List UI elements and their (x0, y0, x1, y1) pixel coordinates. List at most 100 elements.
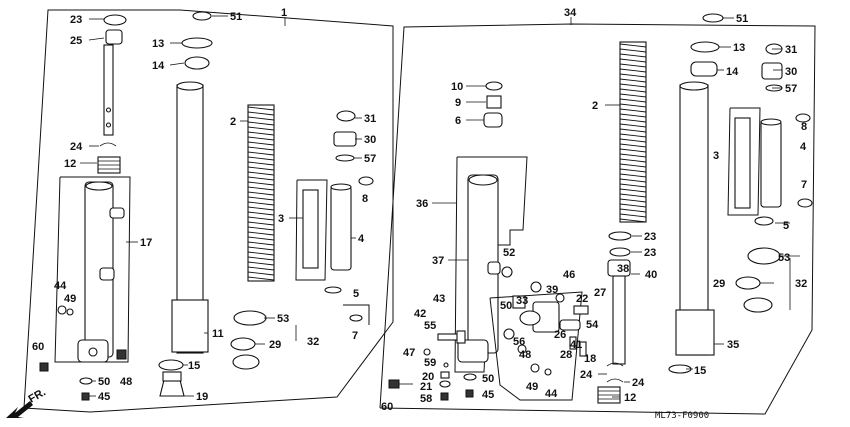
callout: 57 (364, 153, 376, 165)
spring-coil (247, 251, 275, 256)
spring-coil (247, 106, 275, 111)
spring-coil (619, 168, 647, 173)
front-label: FR. (27, 386, 48, 405)
spring-coil (247, 141, 275, 146)
callout: 31 (785, 44, 797, 56)
spring-coil (247, 151, 275, 156)
callout: 8 (801, 121, 807, 133)
callout: 47 (403, 347, 415, 359)
spring-coil (619, 63, 647, 68)
callout: 59 (424, 357, 436, 369)
callout: 28 (560, 349, 572, 361)
spring-coil (247, 241, 275, 246)
callout: 23 (70, 14, 82, 26)
callout: 43 (433, 293, 445, 305)
callout: 30 (785, 66, 797, 78)
spring-coil (247, 116, 275, 121)
spring-coil (247, 221, 275, 226)
spring-coil (619, 133, 647, 138)
callout: 9 (455, 97, 461, 109)
callout: 11 (212, 328, 224, 340)
spring-coil (619, 158, 647, 163)
callout: 56 (513, 336, 525, 348)
spring-coil (247, 201, 275, 206)
spring-coil (247, 156, 275, 161)
spring-coil (619, 178, 647, 183)
callout: 12 (624, 392, 636, 404)
spring-coil (247, 276, 275, 281)
callout: 38 (617, 263, 629, 275)
callout: 2 (230, 116, 236, 128)
callout: 45 (482, 389, 494, 401)
callout: 50 (98, 376, 110, 388)
spring-coil (247, 176, 275, 181)
callout: 29 (269, 339, 281, 351)
spring-coil (247, 266, 275, 271)
spring-coil (619, 208, 647, 213)
callout: 50 (500, 300, 512, 312)
callout: 19 (196, 391, 208, 403)
spring-coil (619, 113, 647, 118)
spring-coil (619, 43, 647, 48)
spring-coil (619, 203, 647, 208)
spring-coil (619, 193, 647, 198)
spring-coil (619, 53, 647, 58)
spring-coil (247, 231, 275, 236)
callout: 14 (152, 60, 165, 72)
callout: 49 (526, 381, 538, 393)
spring-coil (619, 153, 647, 158)
callout: 35 (727, 339, 739, 351)
callout: 31 (364, 113, 376, 125)
spring-coil (619, 188, 647, 193)
callout: 36 (416, 198, 428, 210)
spring-coil (247, 161, 275, 166)
callout: 23 (644, 247, 656, 259)
spring-coil (247, 236, 275, 241)
callout: 15 (188, 360, 200, 372)
spring-coil (619, 93, 647, 98)
callout: 53 (778, 252, 790, 264)
spring-coil (619, 103, 647, 108)
callout: 23 (644, 231, 656, 243)
spring-coil (247, 131, 275, 136)
callout: 48 (120, 376, 132, 388)
spring-coil (619, 108, 647, 113)
spring-coil (247, 261, 275, 266)
callout: 42 (414, 308, 426, 320)
diagram-code: ML73-F0900 (655, 411, 709, 421)
callout: 44 (54, 280, 67, 292)
spring-coil (619, 118, 647, 123)
spring-coil (619, 58, 647, 63)
spring-coil (619, 198, 647, 203)
spring-coil (619, 143, 647, 148)
callout: 24 (70, 141, 83, 153)
callout: 7 (352, 330, 358, 342)
spring-coil (619, 218, 647, 223)
rebound-spring-left (97, 156, 121, 174)
fork-spring-right (619, 41, 647, 223)
callout: 60 (381, 401, 393, 413)
spring-coil (247, 166, 275, 171)
spring-coil (619, 98, 647, 103)
callout: 2 (592, 100, 598, 112)
spring-coil (619, 123, 647, 128)
spring-coil (619, 138, 647, 143)
callout: 27 (594, 287, 606, 299)
callout: 15 (694, 365, 706, 377)
callout: 5 (353, 288, 359, 300)
callout: 3 (713, 150, 719, 162)
callout: 21 (420, 381, 432, 393)
spring-coil (247, 121, 275, 126)
spring-coil (619, 78, 647, 83)
spring-coil (247, 196, 275, 201)
callout: 6 (455, 115, 461, 127)
callout: 13 (733, 42, 745, 54)
assembly-label-left: 1 (281, 7, 287, 19)
arrow-front-icon (6, 401, 33, 418)
callout: 8 (362, 193, 368, 205)
callout: 32 (307, 336, 319, 348)
callout: 12 (64, 158, 76, 170)
spring-coil (619, 173, 647, 178)
